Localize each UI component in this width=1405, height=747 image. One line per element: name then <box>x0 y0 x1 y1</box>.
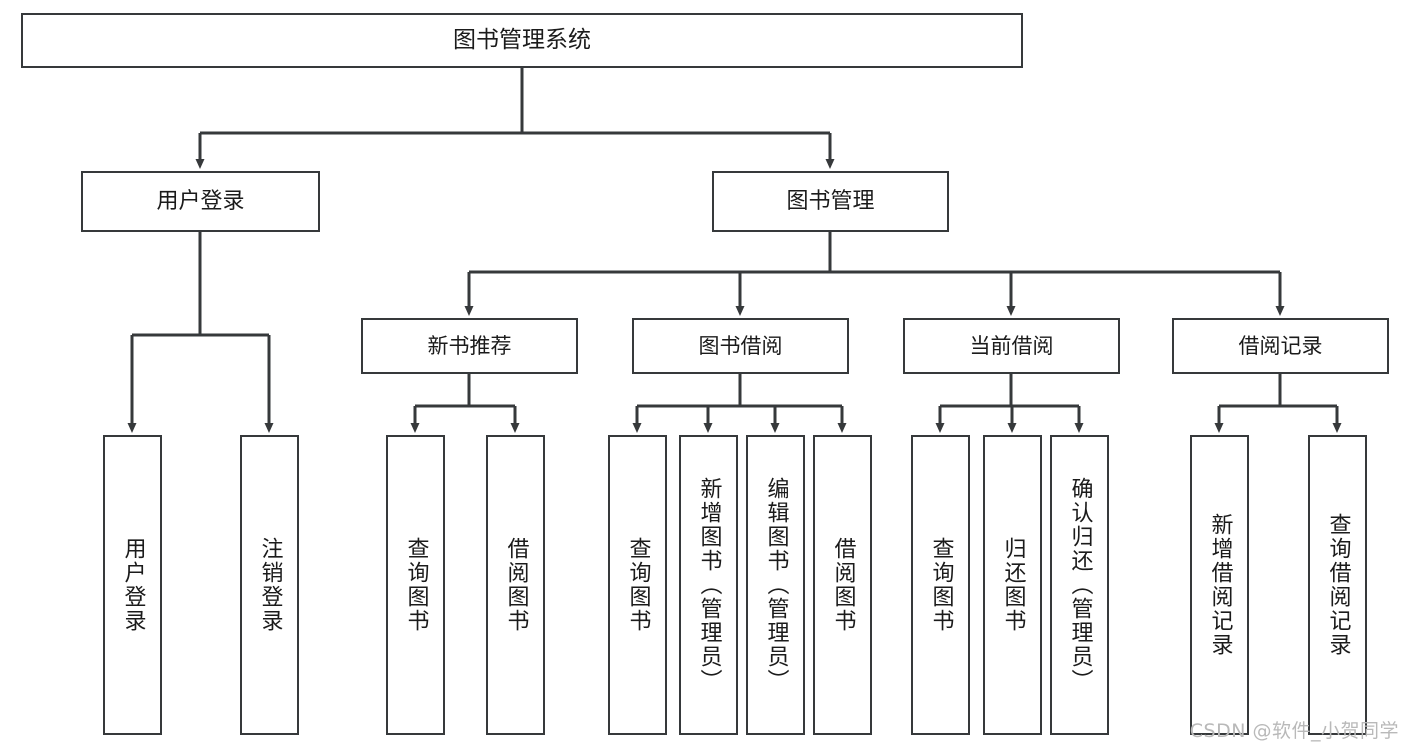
leaf-query-book-borrow-label: 查询图书 <box>625 537 651 633</box>
leaf-borrow-book-label: 借阅图书 <box>830 537 856 633</box>
node-current-borrow-label: 当前借阅 <box>969 333 1054 358</box>
leaf-query-book-recommend-label: 查询图书 <box>403 537 429 633</box>
leaf-confirm-return-label: 确认归还（管理员） <box>1067 477 1093 693</box>
node-user-login[interactable]: 用户登录 <box>81 171 320 232</box>
leaf-user-login-label: 用户登录 <box>120 537 146 633</box>
leaf-borrow-book-recommend[interactable]: 借阅图书 <box>486 435 545 735</box>
leaf-query-book-current[interactable]: 查询图书 <box>911 435 970 735</box>
leaf-query-record-label: 查询借阅记录 <box>1325 513 1351 657</box>
leaf-query-book-recommend[interactable]: 查询图书 <box>386 435 445 735</box>
leaf-borrow-book-recommend-label: 借阅图书 <box>503 537 529 633</box>
node-root[interactable]: 图书管理系统 <box>21 13 1023 68</box>
node-book-borrow-label: 图书借阅 <box>698 333 783 358</box>
leaf-return-book[interactable]: 归还图书 <box>983 435 1042 735</box>
node-current-borrow[interactable]: 当前借阅 <box>903 318 1120 374</box>
node-root-label: 图书管理系统 <box>453 26 591 53</box>
node-borrow-record-label: 借阅记录 <box>1238 333 1323 358</box>
leaf-query-book-current-label: 查询图书 <box>928 537 954 633</box>
node-book-borrow[interactable]: 图书借阅 <box>632 318 849 374</box>
leaf-logout-label: 注销登录 <box>257 537 283 633</box>
leaf-edit-book-label: 编辑图书（管理员） <box>763 477 789 693</box>
node-book-management[interactable]: 图书管理 <box>712 171 949 232</box>
leaf-confirm-return[interactable]: 确认归还（管理员） <box>1050 435 1109 735</box>
node-user-login-label: 用户登录 <box>156 188 245 214</box>
node-new-book-recommend[interactable]: 新书推荐 <box>361 318 578 374</box>
leaf-query-book-borrow[interactable]: 查询图书 <box>608 435 667 735</box>
leaf-add-book[interactable]: 新增图书（管理员） <box>679 435 738 735</box>
node-borrow-record[interactable]: 借阅记录 <box>1172 318 1389 374</box>
leaf-logout[interactable]: 注销登录 <box>240 435 299 735</box>
leaf-add-record[interactable]: 新增借阅记录 <box>1190 435 1249 735</box>
node-book-management-label: 图书管理 <box>786 188 875 214</box>
leaf-user-login[interactable]: 用户登录 <box>103 435 162 735</box>
leaf-query-record[interactable]: 查询借阅记录 <box>1308 435 1367 735</box>
leaf-return-book-label: 归还图书 <box>1000 537 1026 633</box>
leaf-borrow-book[interactable]: 借阅图书 <box>813 435 872 735</box>
leaf-edit-book[interactable]: 编辑图书（管理员） <box>746 435 805 735</box>
node-new-book-recommend-label: 新书推荐 <box>427 333 512 358</box>
leaf-add-book-label: 新增图书（管理员） <box>696 477 722 693</box>
leaf-add-record-label: 新增借阅记录 <box>1207 513 1233 657</box>
